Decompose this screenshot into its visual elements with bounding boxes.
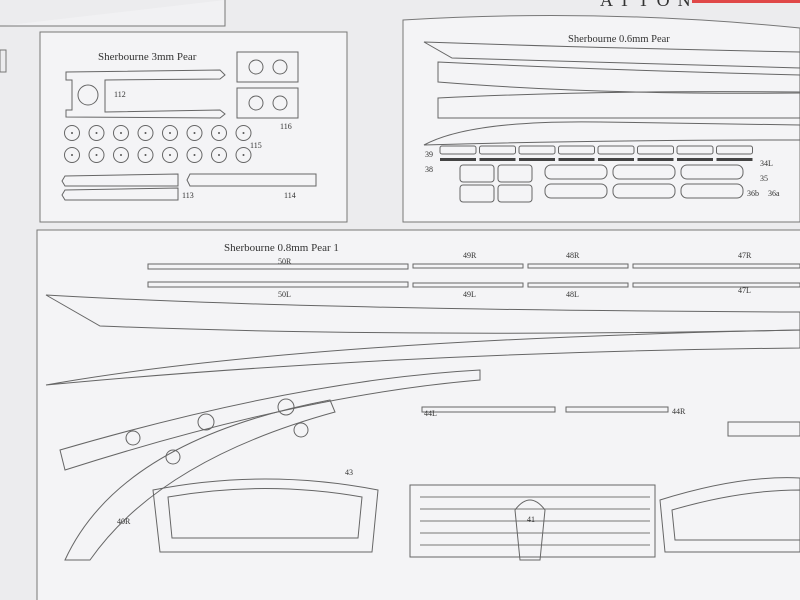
part-36a [544, 164, 608, 180]
washer-part [113, 147, 129, 163]
part-label: 43 [345, 468, 353, 477]
strip-38 [558, 158, 595, 161]
strip-38 [479, 158, 516, 161]
washer-hole [71, 154, 73, 156]
part-label: 48L [566, 290, 579, 299]
washer-hole [144, 154, 147, 156]
strip-39 [479, 145, 516, 155]
part-36b [612, 183, 676, 199]
part-label: 50L [278, 290, 291, 299]
brand-bar [692, 0, 800, 3]
washer-part [64, 147, 80, 163]
washer-part [88, 125, 105, 141]
washer-hole [242, 154, 245, 156]
part-label: 115 [250, 141, 262, 150]
washer-hole [95, 132, 98, 134]
part-label: 34L [760, 159, 773, 168]
panel-title: Sherbourne 0.6mm Pear [568, 34, 670, 45]
part-label: 40R [117, 517, 131, 526]
top-left-frame [0, 0, 226, 27]
part-label: 116 [280, 122, 292, 131]
panel-08mm-pear: Sherbourne 0.8mm Pear 1 50R 50L 49R 49L … [36, 229, 800, 600]
part-label: 49R [463, 251, 477, 260]
washer-part [162, 125, 178, 141]
small-panel-part [459, 164, 495, 183]
washer-part [211, 125, 227, 141]
washer-hole [218, 132, 220, 134]
strip-38 [519, 158, 555, 161]
washer-part [235, 125, 252, 141]
panel-title: Sherbourne 0.8mm Pear 1 [224, 242, 339, 254]
strip-39 [518, 145, 556, 155]
strip-39 [439, 145, 477, 155]
strip-39 [558, 145, 595, 155]
part-label: 49L [463, 290, 476, 299]
part-label: 39 [425, 150, 433, 159]
washer-part [113, 125, 129, 141]
part-36b [680, 183, 744, 199]
part-label: 36b [747, 189, 759, 198]
panel-3mm-pear: Sherbourne 3mm Pear 112 116 115 113 114 [39, 31, 348, 223]
washer-hole [193, 154, 196, 156]
strip-38 [637, 158, 674, 161]
panel-06mm-pear: Sherbourne 0.6mm Pear 39 38 34L 35 36b 3… [402, 15, 800, 223]
washer-part [235, 147, 252, 163]
washer-part [162, 147, 178, 163]
strip-39 [637, 145, 674, 155]
washer-part [186, 125, 203, 141]
part-label: 41 [527, 515, 535, 524]
washer-part [137, 125, 154, 141]
sheet-title-fragment: ATTON [600, 0, 699, 10]
part-36b [544, 183, 608, 199]
strip-38 [716, 158, 753, 161]
part-label: 44L [424, 409, 437, 418]
part-label: 50R [278, 257, 292, 266]
strip-39 [676, 145, 714, 155]
part-label: 113 [182, 191, 194, 200]
strip-38 [677, 158, 713, 161]
washer-part [88, 147, 105, 163]
part-36a [612, 164, 676, 180]
washer-hole [242, 132, 245, 134]
part-label: 114 [284, 191, 296, 200]
small-panel-part [497, 164, 533, 183]
washer-hole [193, 132, 196, 134]
part-label: 112 [114, 90, 126, 99]
part-36a [680, 164, 744, 180]
washer-hole [120, 132, 122, 134]
part-label: 36a [768, 189, 780, 198]
strip-38 [598, 158, 634, 161]
part-label: 47R [738, 251, 752, 260]
washer-hole [120, 154, 122, 156]
washer-hole [71, 132, 73, 134]
part-label: 44R [672, 407, 686, 416]
washer-part [211, 147, 227, 163]
washer-part [137, 147, 154, 163]
washer-part [186, 147, 203, 163]
part-label: 47L [738, 286, 751, 295]
washer-hole [218, 154, 220, 156]
small-panel-part [459, 184, 495, 203]
part-label: 48R [566, 251, 580, 260]
grating-part [409, 484, 656, 558]
washer-hole [95, 154, 98, 156]
panel-title: Sherbourne 3mm Pear [98, 51, 197, 63]
part-label: 35 [760, 174, 768, 183]
left-edge-mark [0, 49, 7, 73]
part-label: 38 [425, 165, 433, 174]
washer-part [64, 125, 80, 141]
small-panel-part [497, 184, 533, 203]
strip-38 [440, 158, 476, 161]
washer-hole [169, 132, 171, 134]
washer-hole [144, 132, 147, 134]
washer-hole [169, 154, 171, 156]
strip-39 [716, 145, 753, 155]
strip-39 [597, 145, 635, 155]
